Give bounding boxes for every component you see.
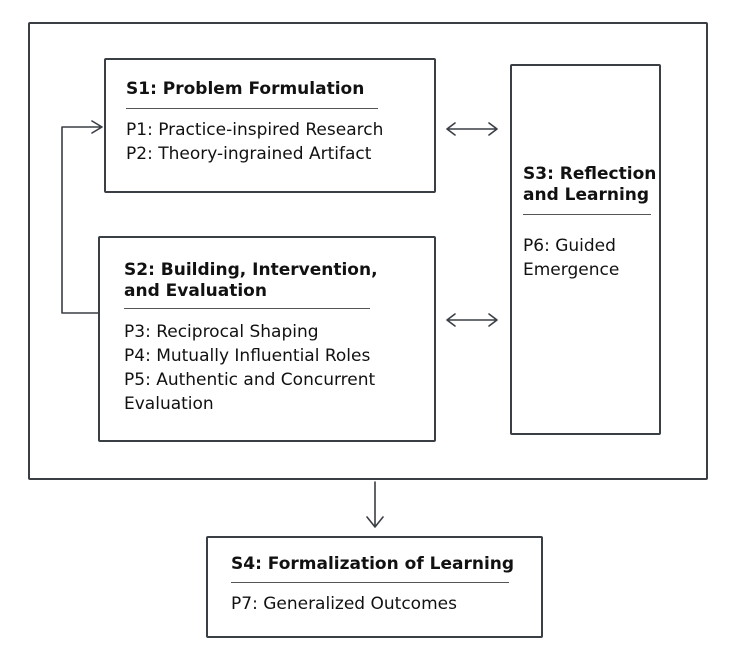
stage-s3-principles: P6: Guided Emergence: [523, 234, 658, 282]
principle-p4: P4: Mutually Influential Roles: [124, 346, 371, 366]
stage-s2-divider: [124, 308, 370, 309]
principle-p7: P7: Generalized Outcomes: [231, 594, 457, 614]
stage-s2-title: S2: Building, Intervention, and Evaluati…: [124, 260, 378, 301]
principle-p1: P1: Practice-inspired Research: [126, 120, 384, 140]
stage-s4-box: S4: Formalization of Learning P7: Genera…: [206, 536, 543, 638]
stage-s2-box: S2: Building, Intervention, and Evaluati…: [98, 236, 436, 442]
stage-s1-divider: [126, 108, 378, 109]
principle-p3: P3: Reciprocal Shaping: [124, 322, 319, 342]
down-arrow: [366, 481, 384, 528]
stage-s4-principles: P7: Generalized Outcomes: [231, 592, 457, 616]
stage-s4-title: S4: Formalization of Learning: [231, 554, 515, 574]
stage-s4-divider: [231, 582, 509, 583]
stage-s1-title: S1: Problem Formulation: [126, 79, 365, 99]
stage-s2-principles: P3: Reciprocal Shaping P4: Mutually Infl…: [124, 320, 424, 416]
stage-s3-title: S3: Reflection and Learning: [523, 164, 657, 205]
stage-s3-box: S3: Reflection and Learning P6: Guided E…: [510, 64, 661, 435]
principle-p6: P6: Guided Emergence: [523, 236, 620, 280]
stage-s3-divider: [523, 214, 651, 215]
stage-s1-principles: P1: Practice-inspired Research P2: Theor…: [126, 118, 383, 166]
principle-p5: P5: Authentic and Concurrent Evaluation: [124, 370, 376, 414]
stage-s1-box: S1: Problem Formulation P1: Practice-ins…: [104, 58, 436, 193]
principle-p2: P2: Theory-ingrained Artifact: [126, 144, 372, 164]
